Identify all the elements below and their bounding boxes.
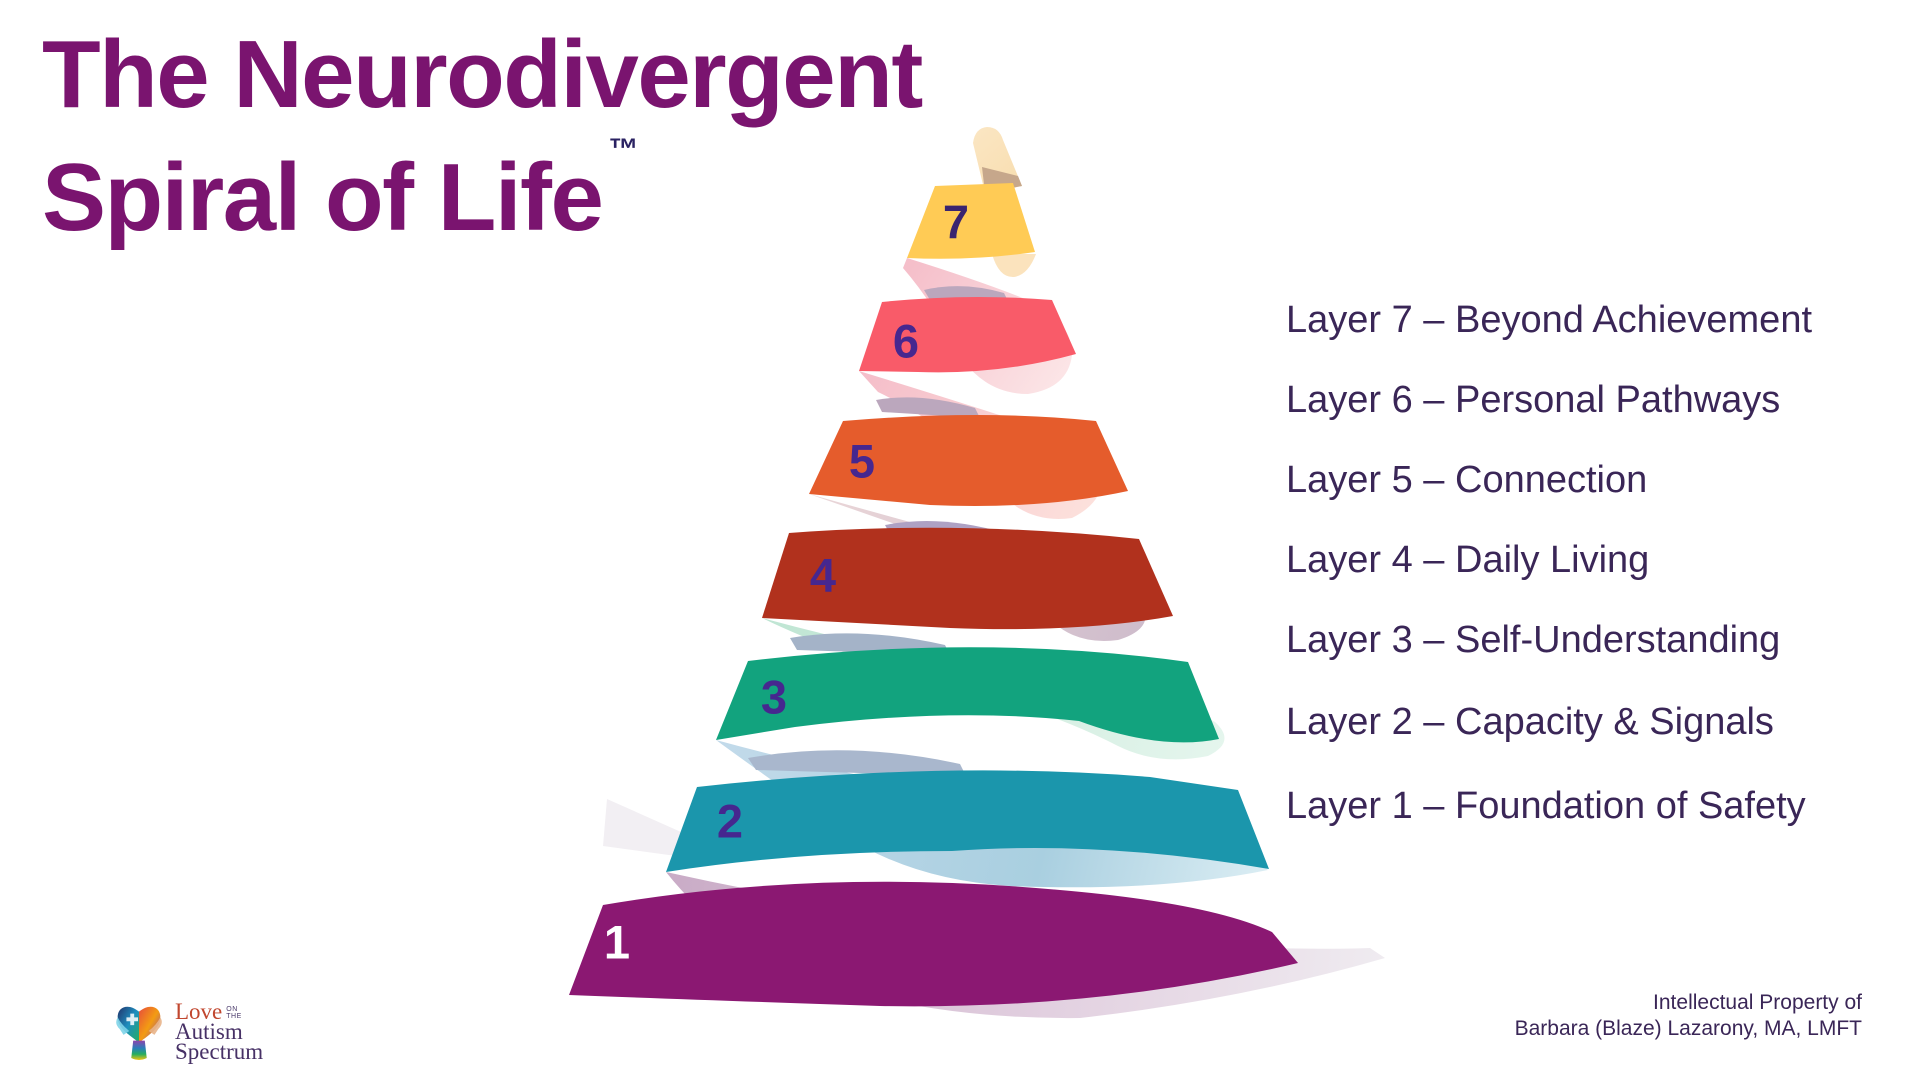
spiral-band-6 xyxy=(859,296,1076,373)
logo-word-on-the: onthe xyxy=(226,1006,242,1020)
layer-4-number: 4 xyxy=(809,548,837,602)
legend-item-layer-2: Layer 2 – Capacity & Signals xyxy=(1286,701,1774,743)
love-autism-spectrum-logo: Love onthe Autism Spectrum xyxy=(110,998,264,1064)
trademark-symbol: ™ xyxy=(608,133,639,166)
copyright-note: Intellectual Property of Barbara (Blaze)… xyxy=(1515,990,1862,1042)
legend-item-layer-1: Layer 1 – Foundation of Safety xyxy=(1286,785,1806,827)
legend-item-layer-7: Layer 7 – Beyond Achievement xyxy=(1286,299,1813,341)
layer-3-number: 3 xyxy=(760,670,788,724)
spiral-band-2 xyxy=(666,770,1269,872)
legend-item-layer-4: Layer 4 – Daily Living xyxy=(1286,539,1650,581)
legend-item-layer-5: Layer 5 – Connection xyxy=(1286,459,1648,501)
spiral-band-7 xyxy=(907,183,1035,259)
ribbon-shadow-3-2 xyxy=(748,750,966,776)
layer-6-number: 6 xyxy=(892,314,920,368)
rainbow-heart-icon xyxy=(116,1006,162,1060)
ribbon-tail-left xyxy=(603,799,690,856)
title-line2: Spiral of Life xyxy=(42,144,604,251)
logo-word-love: Love xyxy=(175,999,223,1024)
logo-text: Love onthe Autism Spectrum xyxy=(175,998,264,1064)
ribbon-shadow-6-5 xyxy=(876,397,980,418)
layer-5-number: 5 xyxy=(848,434,876,488)
legend-item-layer-6: Layer 6 – Personal Pathways xyxy=(1286,379,1781,421)
spiral-band-3 xyxy=(716,647,1219,743)
copyright-line1: Intellectual Property of xyxy=(1653,991,1862,1014)
layer-7-number: 7 xyxy=(942,195,970,249)
legend-item-layer-3: Layer 3 – Self-Understanding xyxy=(1286,619,1781,661)
spiral-tip-under xyxy=(992,254,1036,278)
layer-2-number: 2 xyxy=(716,794,744,848)
logo-word-spectrum: Spectrum xyxy=(175,1039,264,1064)
title-line1: The Neurodivergent xyxy=(42,21,923,128)
spiral-band-4 xyxy=(762,527,1173,630)
spiral-band-1 xyxy=(569,881,1298,1007)
spiral-band-5 xyxy=(809,415,1128,507)
layer-1-number: 1 xyxy=(603,915,631,969)
logo-word-autism: Autism xyxy=(175,1019,243,1044)
copyright-line2: Barbara (Blaze) Lazarony, MA, LMFT xyxy=(1514,1017,1862,1040)
